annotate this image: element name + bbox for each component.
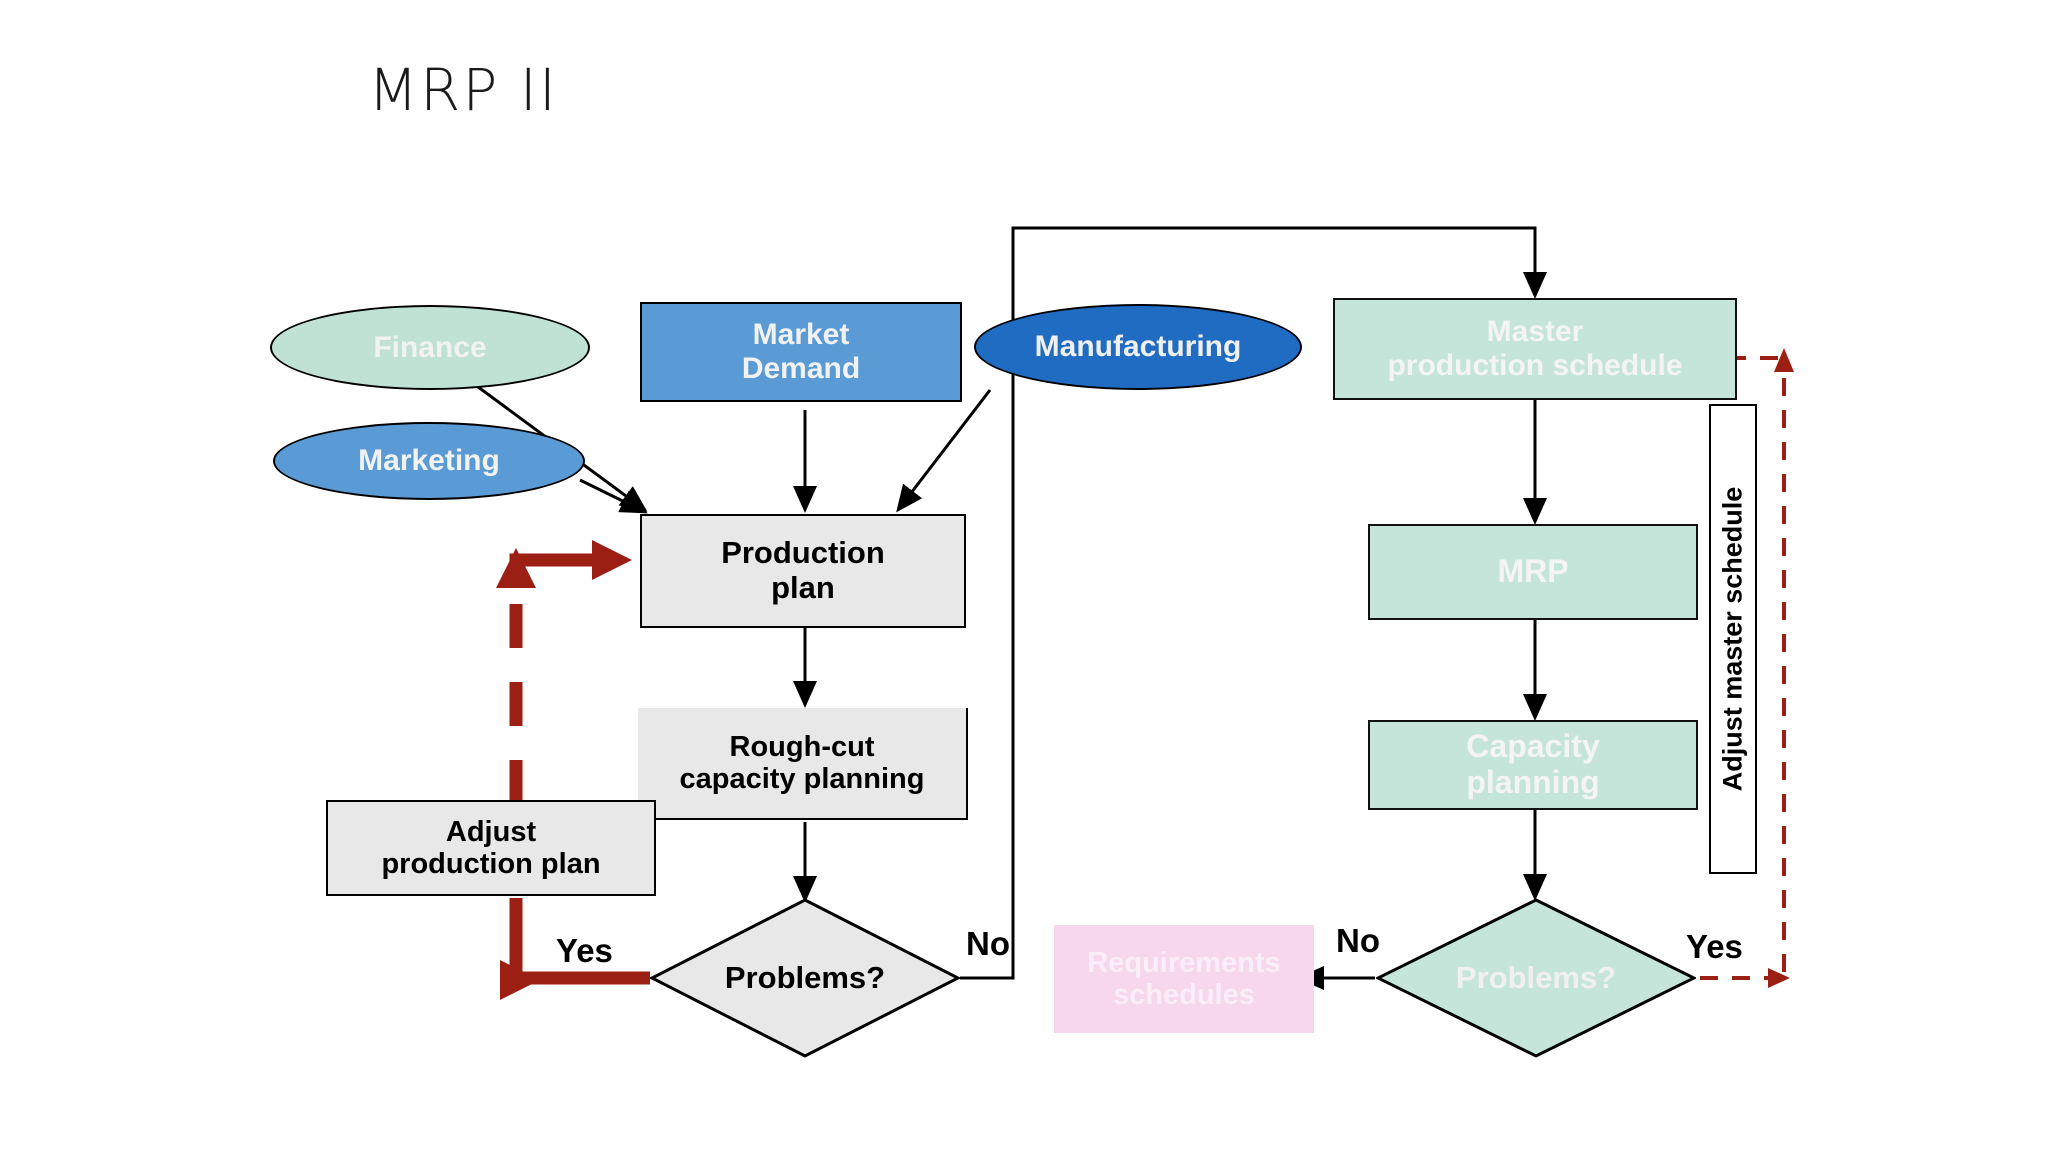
node-problems-right[interactable]: Problems? bbox=[1374, 898, 1698, 1058]
node-finance-label: Finance bbox=[373, 330, 487, 364]
node-marketing[interactable]: Marketing bbox=[273, 422, 585, 500]
node-capacity-planning-line1: Capacity bbox=[1466, 728, 1600, 765]
node-requirements-schedules-line2: schedules bbox=[1113, 979, 1255, 1011]
node-rough-cut-capacity-planning[interactable]: Rough-cut capacity planning bbox=[638, 708, 968, 820]
node-adjust-production-plan-line1: Adjust bbox=[445, 815, 537, 848]
node-master-production-schedule[interactable]: Master production schedule bbox=[1333, 298, 1737, 400]
node-mrp[interactable]: MRP bbox=[1368, 524, 1698, 620]
node-production-plan-line1: Production bbox=[721, 535, 885, 571]
node-manufacturing[interactable]: Manufacturing bbox=[974, 304, 1302, 390]
node-problems-left-label: Problems? bbox=[724, 960, 886, 995]
node-production-plan[interactable]: Production plan bbox=[640, 514, 966, 628]
arrowhead-red-up bbox=[496, 548, 536, 588]
node-adjust-master-schedule-label: Adjust master schedule bbox=[1717, 486, 1748, 792]
arrowhead-red-right-into-production-plan bbox=[592, 540, 632, 580]
node-rough-cut-line2: capacity planning bbox=[679, 763, 925, 795]
node-problems-left[interactable]: Problems? bbox=[648, 898, 962, 1058]
node-market-demand[interactable]: Market Demand bbox=[640, 302, 962, 402]
node-mrp-label: MRP bbox=[1497, 553, 1569, 590]
arrowhead-red-left bbox=[500, 960, 540, 1000]
node-production-plan-line2: plan bbox=[771, 570, 835, 605]
node-master-production-schedule-line1: Master bbox=[1486, 315, 1584, 349]
node-adjust-master-schedule[interactable]: Adjust master schedule bbox=[1709, 404, 1757, 874]
node-manufacturing-label: Manufacturing bbox=[1034, 330, 1242, 364]
node-requirements-schedules[interactable]: Requirements schedules bbox=[1054, 925, 1314, 1033]
problems-right-shape bbox=[1374, 898, 1698, 1058]
edge-manufacturing-to-production-plan bbox=[896, 389, 992, 513]
edge-label-no-right: No bbox=[1336, 922, 1380, 959]
edge-label-no-left: No bbox=[966, 925, 1010, 962]
node-adjust-production-plan-line2: production plan bbox=[381, 848, 601, 880]
arrowhead-red-up-corner bbox=[1774, 348, 1794, 372]
edge-marketing-to-production-plan bbox=[579, 478, 648, 514]
node-rough-cut-line1: Rough-cut bbox=[729, 730, 875, 763]
page-title: MRP II bbox=[368, 56, 558, 124]
node-marketing-label: Marketing bbox=[358, 444, 500, 478]
node-market-demand-line2: Demand bbox=[741, 352, 861, 385]
node-master-production-schedule-line2: production schedule bbox=[1387, 349, 1683, 382]
edge-label-yes-left: Yes bbox=[556, 932, 613, 969]
node-capacity-planning-line2: planning bbox=[1466, 764, 1600, 800]
node-capacity-planning[interactable]: Capacity planning bbox=[1368, 720, 1698, 810]
node-problems-right-label: Problems? bbox=[1455, 960, 1617, 995]
node-requirements-schedules-line1: Requirements bbox=[1087, 946, 1281, 979]
edge-label-yes-right: Yes bbox=[1686, 928, 1743, 965]
node-market-demand-line1: Market bbox=[752, 318, 850, 352]
node-adjust-production-plan[interactable]: Adjust production plan bbox=[326, 800, 656, 896]
problems-left-shape bbox=[648, 898, 962, 1058]
node-finance[interactable]: Finance bbox=[270, 305, 590, 390]
arrowhead-red-right-corner bbox=[1768, 968, 1790, 988]
edge-problems-left-no-to-master-schedule bbox=[960, 226, 1547, 980]
